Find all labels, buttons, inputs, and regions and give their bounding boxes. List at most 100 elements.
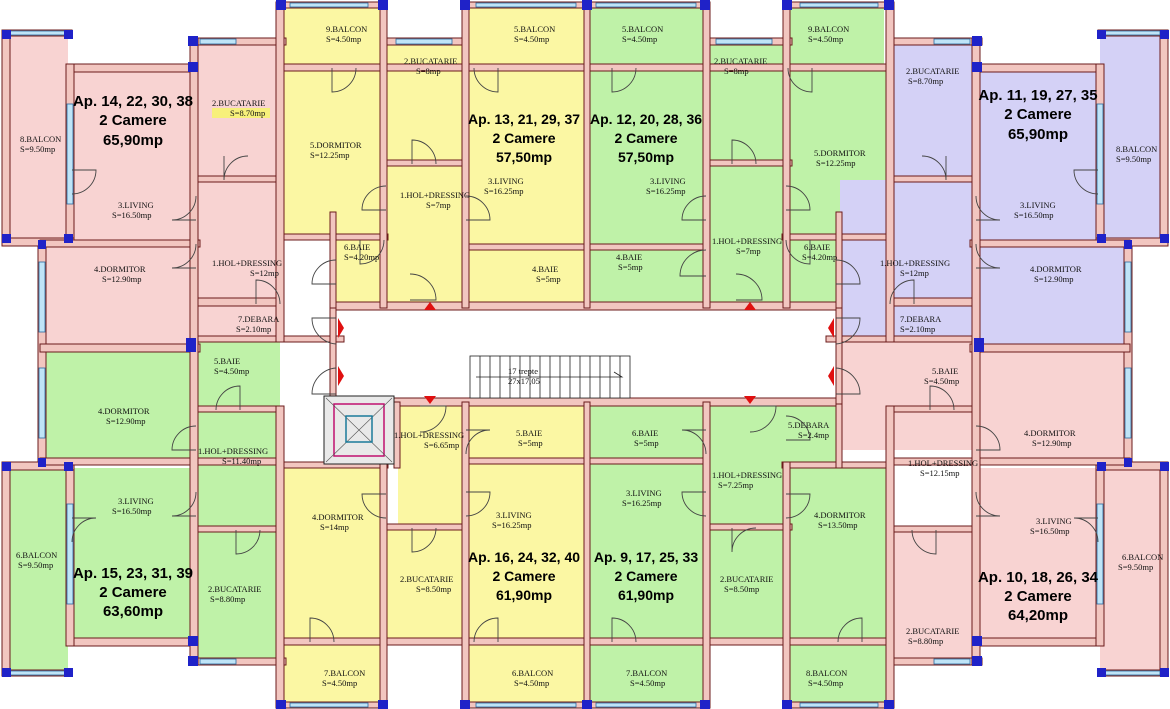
room-name: 4.BAIE — [616, 252, 642, 262]
room-fill-r46 — [8, 470, 68, 672]
door — [889, 279, 915, 305]
room-area: S=16.25mp — [622, 498, 662, 508]
room-fill-r19 — [334, 238, 384, 308]
door — [419, 405, 447, 433]
room-name: 9.BALCON — [326, 24, 367, 34]
wall — [1, 465, 11, 677]
room-fill-r50 — [708, 528, 786, 640]
wall — [835, 307, 843, 405]
room-name: 3.LIVING — [626, 488, 662, 498]
window — [66, 103, 74, 205]
room-fill-r54 — [588, 642, 706, 704]
window — [933, 38, 971, 45]
room-name: 2.BUCATARIE — [208, 584, 261, 594]
column — [186, 338, 196, 352]
window — [933, 658, 971, 665]
room-area: S=5mp — [634, 438, 659, 448]
room-fill-r53 — [466, 642, 586, 704]
entrance-marker — [338, 318, 344, 338]
door — [473, 67, 499, 93]
door — [611, 617, 637, 643]
door — [411, 139, 437, 165]
wall — [277, 637, 469, 646]
door — [787, 67, 813, 93]
room-fill-r4 — [588, 6, 706, 68]
room-name: 4.BAIE — [532, 264, 558, 274]
room-area: S=4.50mp — [514, 34, 549, 44]
door — [361, 493, 387, 519]
room-area: S=12mp — [900, 268, 929, 278]
window — [1124, 367, 1132, 439]
room-fill-r17 — [708, 164, 786, 306]
wall — [379, 523, 469, 531]
column — [64, 234, 73, 243]
room-fill-r32 — [976, 350, 1126, 462]
room-name: 7.DEBARA — [900, 314, 942, 324]
apartment-area: 61,90mp — [618, 587, 674, 603]
room-name: 5.BAIE — [932, 366, 958, 376]
room-name: 4.DORMITOR — [1024, 428, 1076, 438]
room-name: 7.BALCON — [324, 668, 365, 678]
wall — [969, 343, 1131, 353]
apartment-rooms: 2 Camere — [492, 130, 555, 146]
wall — [583, 1, 591, 309]
door — [911, 529, 937, 555]
room-name: 5.BALCON — [622, 24, 663, 34]
door — [835, 367, 861, 395]
door — [975, 195, 1001, 221]
column — [1124, 458, 1132, 467]
column — [188, 636, 198, 646]
wall — [885, 175, 977, 183]
room-area: S=7mp — [736, 246, 761, 256]
apartment-rooms: 2 Camere — [614, 568, 677, 584]
window — [595, 2, 697, 8]
stair-steps-label: 17 trepte — [508, 366, 538, 376]
room-fill-r38 — [708, 404, 786, 528]
wall — [782, 461, 791, 709]
apartment-number: Ap. 15, 23, 31, 39 — [73, 565, 193, 582]
door — [473, 617, 499, 643]
column — [2, 462, 11, 471]
room-name: 3.LIVING — [1020, 200, 1056, 210]
column — [1124, 240, 1132, 249]
wall — [971, 63, 1105, 73]
column — [38, 458, 46, 467]
column — [972, 656, 982, 666]
door — [975, 243, 1001, 269]
door — [171, 243, 197, 269]
room-name: 6.BAIE — [344, 242, 370, 252]
apt-fill-a2 — [466, 68, 586, 248]
column — [884, 700, 894, 709]
elevator-cross — [325, 397, 393, 463]
column — [378, 0, 388, 10]
column — [782, 0, 792, 10]
wall — [1, 29, 11, 243]
door — [331, 67, 357, 93]
wall — [65, 63, 199, 73]
door — [361, 185, 387, 211]
wall — [1159, 465, 1169, 677]
entrance-marker — [424, 302, 436, 310]
room-area: S=9.50mp — [1118, 562, 1153, 572]
stair-direction-arrow — [476, 371, 624, 378]
column — [460, 700, 470, 709]
room-name: 4.DORMITOR — [814, 510, 866, 520]
window — [199, 38, 237, 45]
door — [749, 405, 777, 433]
door — [255, 279, 281, 305]
wall — [583, 401, 591, 709]
elevator-car — [333, 403, 385, 457]
wall — [65, 637, 199, 647]
room-name: 5.DORMITOR — [814, 148, 866, 158]
column — [1097, 30, 1106, 39]
room-name: 8.BALCON — [1116, 144, 1157, 154]
room-name: 8.BALCON — [806, 668, 847, 678]
column — [972, 62, 982, 72]
door — [311, 259, 337, 285]
room-fill-r23 — [466, 248, 586, 304]
apartment-area: 57,50mp — [618, 149, 674, 165]
window — [9, 30, 67, 36]
door — [975, 425, 1001, 451]
room-name: 7.BALCON — [626, 668, 667, 678]
room-fill-r6 — [1100, 34, 1162, 241]
